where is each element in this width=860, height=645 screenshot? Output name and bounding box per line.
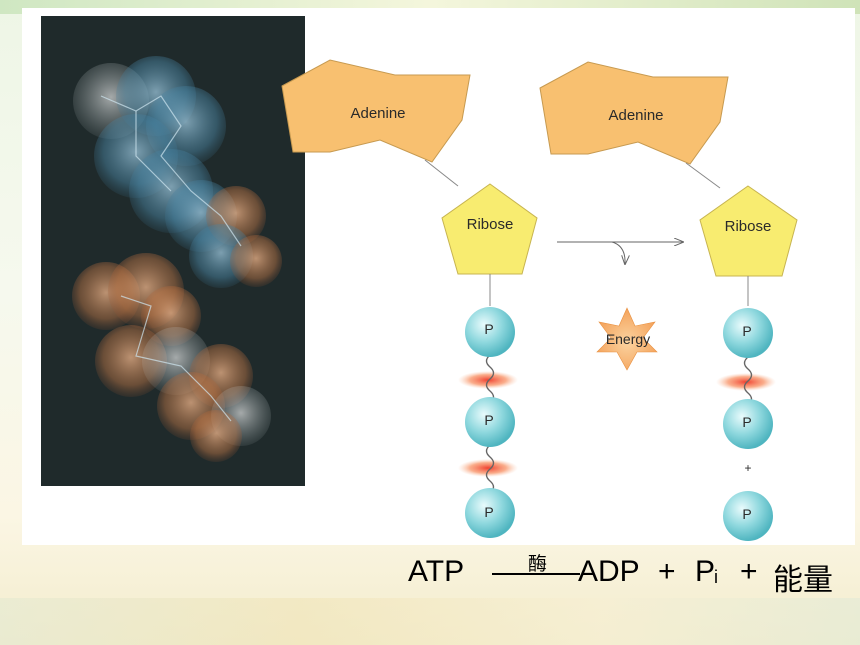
eq-product3: 能量 bbox=[773, 564, 833, 597]
atp-adenine-label: Adenine bbox=[350, 105, 405, 122]
adp-structure: Adenine Ribose P P P + bbox=[539, 61, 798, 541]
bottom-frame-decoration bbox=[0, 598, 860, 645]
atp-phosphate-3 bbox=[465, 488, 515, 538]
adp-phosphate-2-label: P bbox=[742, 414, 751, 430]
phosphate-atoms bbox=[72, 253, 271, 462]
atp-phosphate-3-label: P bbox=[484, 504, 493, 520]
adenine-ribose-link bbox=[424, 159, 459, 187]
plus-sign: + bbox=[744, 461, 751, 475]
eq-enzyme: 酶 bbox=[528, 553, 548, 575]
atp-phosphate-2 bbox=[465, 397, 515, 447]
atp-adenine-shape bbox=[281, 59, 471, 163]
adp-phosphate-2 bbox=[723, 399, 773, 449]
adp-phosphate-1 bbox=[723, 308, 773, 358]
atp-high-energy-bond-2 bbox=[458, 459, 518, 477]
eq-plus-2: + bbox=[740, 555, 758, 588]
adp-ribose-label: Ribose bbox=[725, 218, 772, 235]
eq-reactant: ATP bbox=[408, 555, 465, 588]
reaction-arrow bbox=[557, 242, 683, 264]
adp-phosphate-1-label: P bbox=[742, 323, 751, 339]
eq-product2: P bbox=[695, 555, 716, 588]
eq-product1: ADP bbox=[578, 555, 640, 588]
eq-product2-subscript: i bbox=[714, 567, 718, 587]
adp-ribose-shape bbox=[699, 185, 798, 277]
adp-adenine-ribose-link bbox=[685, 162, 721, 189]
atp-ribose-label: Ribose bbox=[467, 216, 514, 233]
atp-phosphate-1 bbox=[465, 307, 515, 357]
adp-adenine-label: Adenine bbox=[608, 107, 663, 124]
eq-plus-1: + bbox=[658, 555, 676, 588]
energy-label: Energy bbox=[606, 331, 650, 347]
free-phosphate bbox=[723, 491, 773, 541]
free-phosphate-label: P bbox=[742, 506, 751, 522]
atp-structure: Adenine Ribose P P P bbox=[281, 59, 538, 538]
adp-adenine-shape bbox=[539, 61, 729, 165]
atp-phosphate-1-label: P bbox=[484, 321, 493, 337]
energy-star: Energy bbox=[596, 307, 658, 371]
eq-arrow-line bbox=[492, 573, 580, 575]
atp-space-filling-model bbox=[41, 16, 305, 486]
atp-phosphate-2-label: P bbox=[484, 412, 493, 428]
